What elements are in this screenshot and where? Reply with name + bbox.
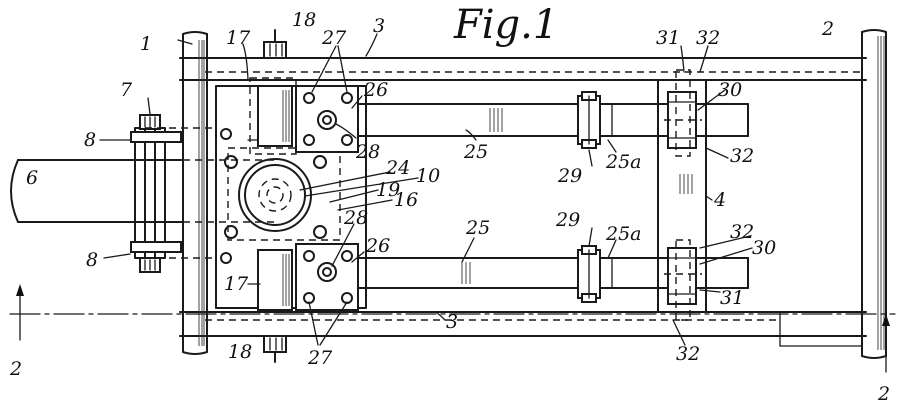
label-19: 19 (376, 179, 400, 201)
label-25a-top: 25a (605, 151, 642, 173)
shaft (11, 160, 275, 222)
label-27-top: 27 (321, 27, 347, 49)
label-25-top: 25 (463, 141, 488, 163)
label-32-mid: 32 (730, 145, 754, 167)
figure-title: Fig.1 (453, 2, 558, 48)
label-2-left-arrow: 2 (9, 358, 22, 380)
label-29-top: 29 (557, 165, 582, 187)
label-29-bottom: 29 (555, 209, 580, 231)
clamp-plate-bottom (296, 244, 358, 310)
label-18-bottom: 18 (228, 341, 252, 363)
label-3-top: 3 (373, 15, 385, 37)
label-2-right-arrow: 2 (877, 383, 890, 405)
bolt-group-top (664, 70, 702, 156)
label-30-bottom: 30 (752, 237, 776, 259)
bracket-top (250, 78, 296, 154)
label-26-top: 26 (363, 79, 388, 101)
label-25-bottom: 25 (465, 217, 490, 239)
label-28-bottom: 28 (343, 207, 368, 229)
bolt-18-bottom (264, 336, 286, 362)
clamp-29-top (578, 92, 600, 148)
label-17-top: 17 (226, 27, 251, 49)
label-31-top: 31 (656, 27, 680, 49)
label-32-top: 32 (696, 27, 720, 49)
label-6: 6 (26, 167, 38, 189)
label-8-top: 8 (84, 129, 96, 151)
reference-labels: 1 2 2 2 2 3 3 4 6 7 8 8 10 16 17 17 18 1… (9, 9, 890, 405)
label-8-bottom: 8 (86, 249, 98, 271)
label-28-top: 28 (355, 141, 380, 163)
bolt-18-top (264, 30, 286, 58)
label-7: 7 (120, 79, 133, 101)
label-27-bottom: 27 (307, 347, 333, 369)
label-25a-bottom: 25a (605, 223, 642, 245)
label-10: 10 (416, 165, 440, 187)
label-31-bottom: 31 (720, 287, 744, 309)
label-2-top-right: 2 (821, 18, 834, 40)
label-32-lower: 32 (730, 221, 754, 243)
label-24: 24 (385, 157, 410, 179)
label-30-top: 30 (718, 79, 742, 101)
bracket-bottom (258, 250, 292, 310)
bolt-group-bottom (664, 240, 702, 320)
label-32-bottom: 32 (676, 343, 700, 365)
clamp-29-bottom (578, 246, 600, 302)
label-26-bottom: 26 (365, 235, 390, 257)
label-1: 1 (140, 33, 152, 55)
label-4: 4 (713, 189, 726, 211)
label-17-bottom: 17 (224, 273, 249, 295)
label-18-top: 18 (292, 9, 316, 31)
clamp-plate-top (296, 86, 358, 152)
label-3-bottom: 3 (446, 311, 458, 333)
